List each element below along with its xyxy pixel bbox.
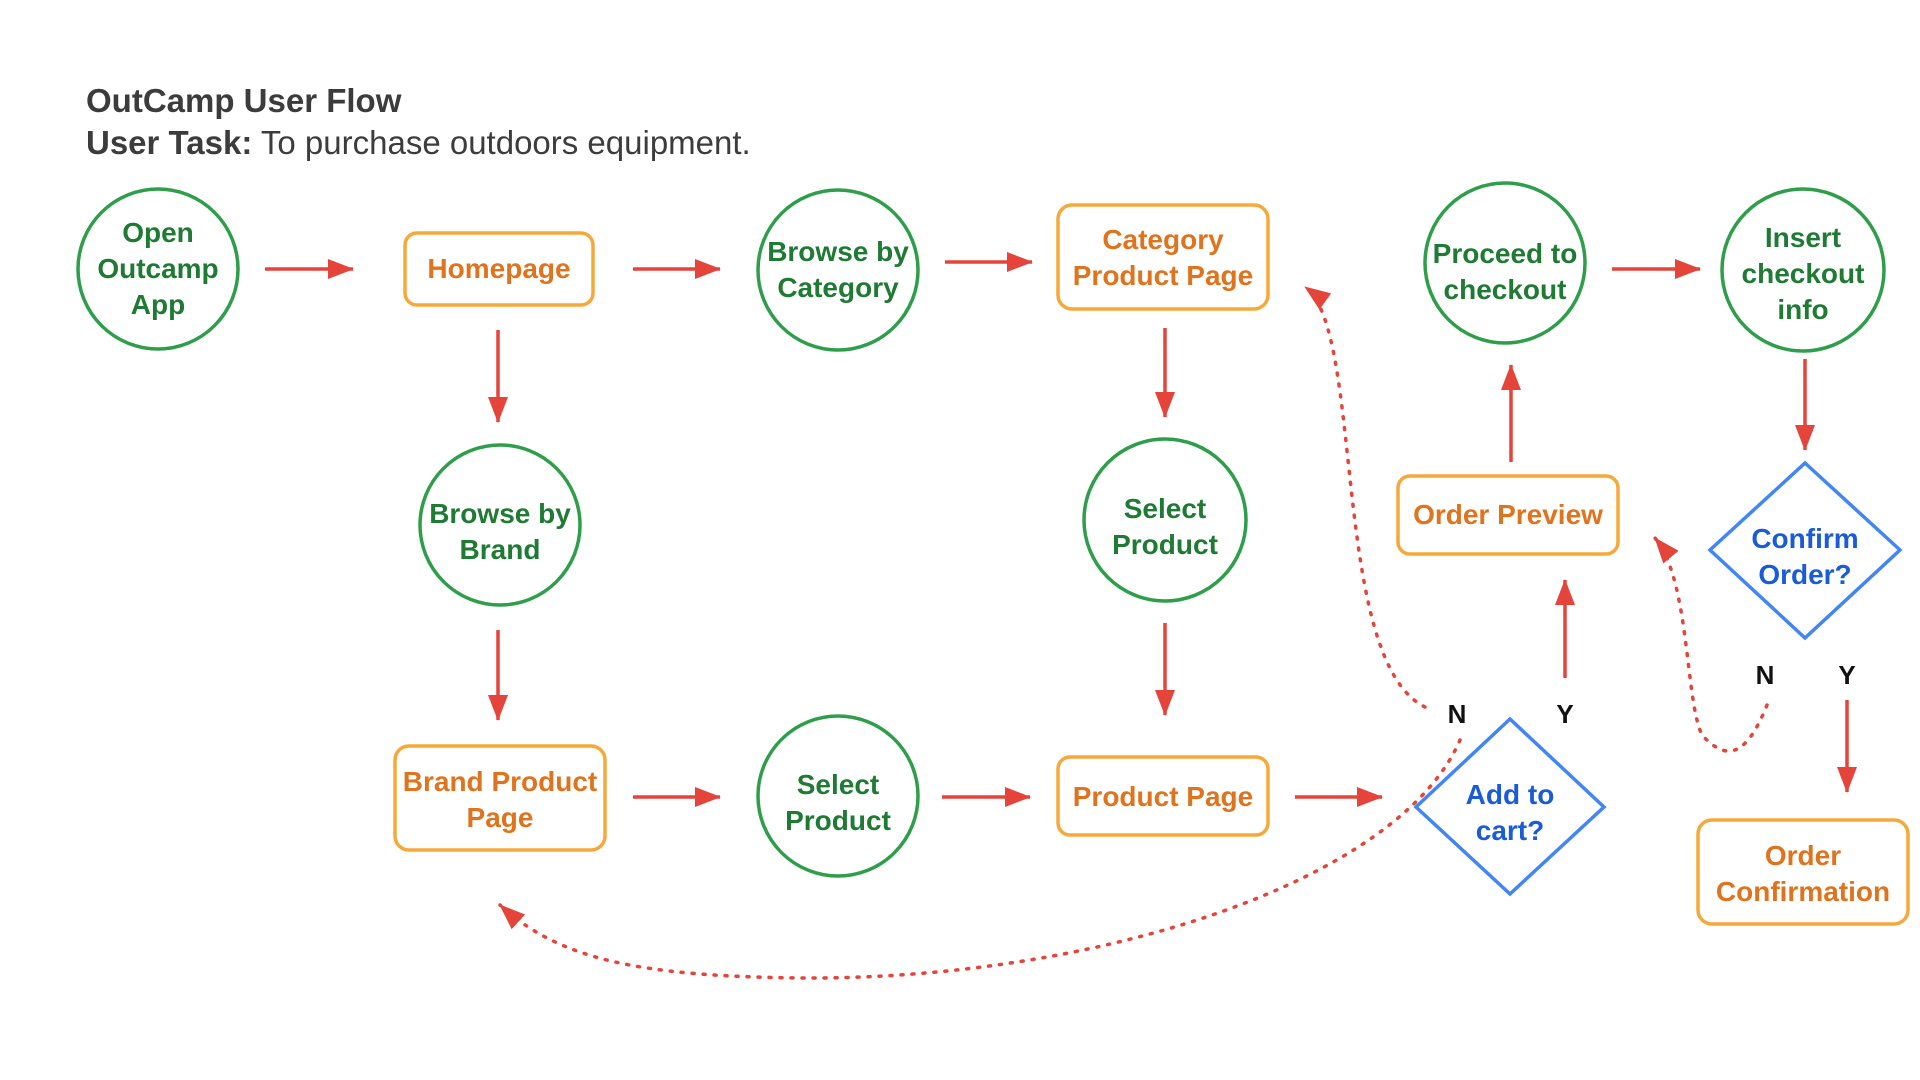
add-to-cart-node <box>1413 716 1607 897</box>
browse-category-node <box>756 188 920 352</box>
add-to-cart-yes-label: Y <box>1556 699 1573 729</box>
product-page-node <box>1056 755 1270 837</box>
category-product-page-node <box>1056 203 1270 311</box>
dotted-add-no-to-brand-page <box>498 738 1462 980</box>
browse-brand-node <box>418 443 582 607</box>
brand-product-page-node <box>393 744 607 852</box>
select-product-1-node <box>1082 437 1248 603</box>
user-task: User Task: To purchase outdoors equipmen… <box>86 122 751 164</box>
select-product-2-node <box>756 714 920 878</box>
confirm-order-no-label: N <box>1756 660 1775 690</box>
add-to-cart-no-label: N <box>1448 699 1467 729</box>
insert-checkout-node <box>1720 187 1886 353</box>
diagram-title: OutCamp User Flow <box>86 82 402 119</box>
dotted-add-no-to-category-page <box>1303 285 1427 709</box>
open-app-node <box>76 187 240 351</box>
order-preview-text: Order Preview <box>1413 499 1603 530</box>
proceed-checkout-node <box>1423 181 1587 345</box>
user-task-label: User Task: <box>86 124 253 161</box>
homepage-text: Homepage <box>427 253 570 284</box>
homepage-node <box>403 231 595 307</box>
order-confirmation-node <box>1696 818 1910 926</box>
dotted-confirm-no-to-order-preview <box>1653 536 1769 753</box>
order-preview-node <box>1396 474 1620 556</box>
product-page-text: Product Page <box>1073 781 1253 812</box>
diagram-header: OutCamp User Flow User Task: To purchase… <box>86 80 751 164</box>
confirm-order-yes-label: Y <box>1838 660 1855 690</box>
user-task-text: To purchase outdoors equipment. <box>260 124 751 161</box>
confirm-order-node <box>1707 460 1903 641</box>
